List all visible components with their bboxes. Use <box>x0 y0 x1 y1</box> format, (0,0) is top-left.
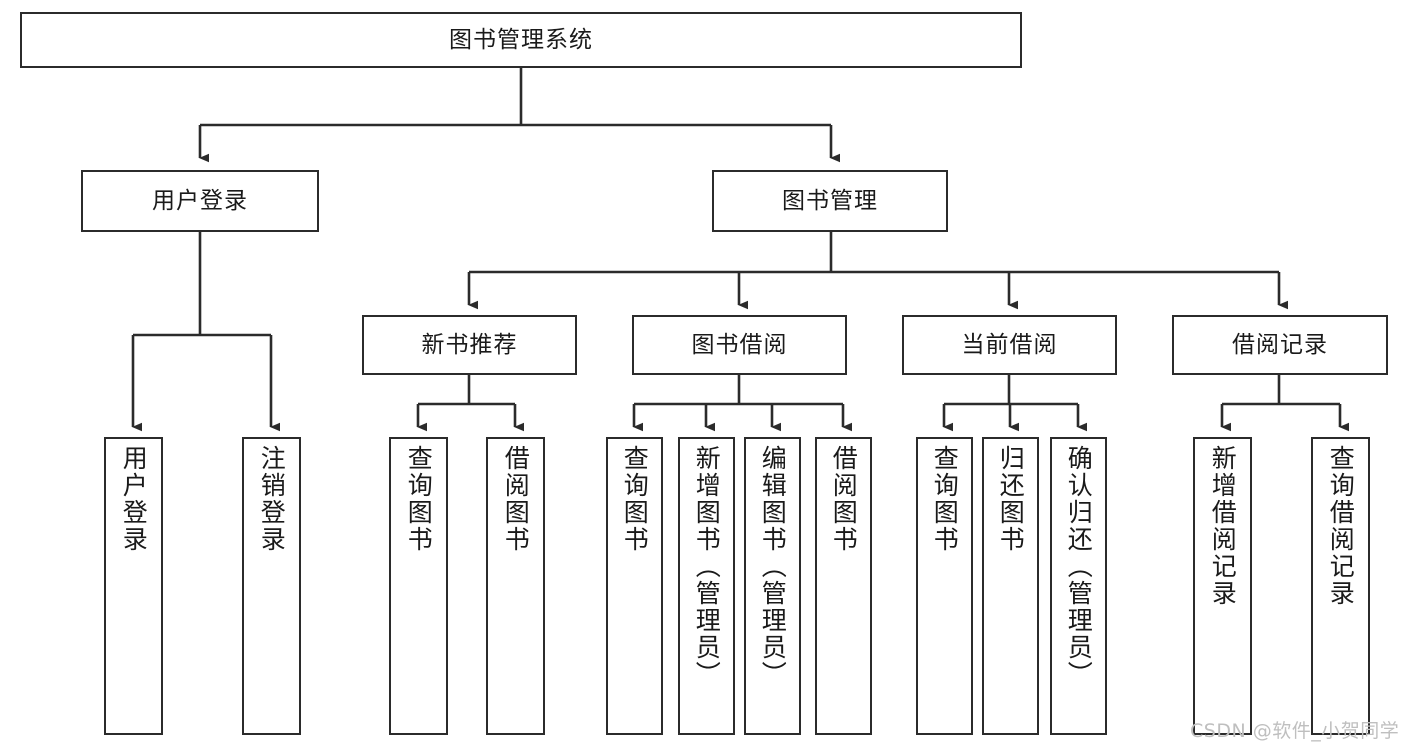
node-user-login[interactable]: 用户登录 <box>81 170 319 232</box>
node-leaf-logout-login-label: 注销登录 <box>257 445 287 553</box>
node-current-borrow-label: 当前借阅 <box>961 331 1058 358</box>
node-leaf-confirm-return-label: 确认归还（管理员） <box>1064 445 1094 688</box>
node-leaf-query-record[interactable]: 查询借阅记录 <box>1311 437 1370 735</box>
node-leaf-add-record[interactable]: 新增借阅记录 <box>1193 437 1252 735</box>
node-book-borrow-label: 图书借阅 <box>691 331 788 358</box>
node-new-book-recommend[interactable]: 新书推荐 <box>362 315 577 375</box>
node-leaf-query-book-1-label: 查询图书 <box>404 445 434 553</box>
node-leaf-query-book-2[interactable]: 查询图书 <box>606 437 663 735</box>
node-leaf-borrow-book-1-label: 借阅图书 <box>501 445 531 553</box>
node-leaf-logout-login[interactable]: 注销登录 <box>242 437 301 735</box>
node-borrow-record[interactable]: 借阅记录 <box>1172 315 1388 375</box>
node-leaf-user-login[interactable]: 用户登录 <box>104 437 163 735</box>
node-leaf-add-record-label: 新增借阅记录 <box>1208 445 1238 607</box>
node-leaf-borrow-book-2[interactable]: 借阅图书 <box>815 437 872 735</box>
node-borrow-record-label: 借阅记录 <box>1232 331 1328 358</box>
node-leaf-edit-book[interactable]: 编辑图书（管理员） <box>744 437 801 735</box>
node-leaf-return-book-label: 归还图书 <box>996 445 1026 553</box>
csdn-watermark: CSDN @软件_小贺同学 <box>1190 720 1400 742</box>
node-leaf-query-book-3-label: 查询图书 <box>930 445 960 553</box>
node-book-manage[interactable]: 图书管理 <box>712 170 948 232</box>
node-leaf-add-book[interactable]: 新增图书（管理员） <box>678 437 735 735</box>
node-leaf-query-book-3[interactable]: 查询图书 <box>916 437 973 735</box>
node-root-book-management-system[interactable]: 图书管理系统 <box>20 12 1022 68</box>
node-user-login-label: 用户登录 <box>152 187 248 214</box>
node-leaf-borrow-book-2-label: 借阅图书 <box>829 445 859 553</box>
node-leaf-borrow-book-1[interactable]: 借阅图书 <box>486 437 545 735</box>
node-leaf-query-book-2-label: 查询图书 <box>620 445 650 553</box>
node-new-book-recommend-label: 新书推荐 <box>421 331 518 358</box>
node-book-manage-label: 图书管理 <box>782 187 878 214</box>
node-leaf-edit-book-label: 编辑图书（管理员） <box>758 445 788 688</box>
node-leaf-query-record-label: 查询借阅记录 <box>1326 445 1356 607</box>
node-leaf-add-book-label: 新增图书（管理员） <box>692 445 722 688</box>
node-leaf-return-book[interactable]: 归还图书 <box>982 437 1039 735</box>
node-current-borrow[interactable]: 当前借阅 <box>902 315 1117 375</box>
node-root-label: 图书管理系统 <box>449 26 593 53</box>
node-leaf-confirm-return[interactable]: 确认归还（管理员） <box>1050 437 1107 735</box>
node-book-borrow[interactable]: 图书借阅 <box>632 315 847 375</box>
node-leaf-user-login-label: 用户登录 <box>119 445 149 553</box>
node-leaf-query-book-1[interactable]: 查询图书 <box>389 437 448 735</box>
